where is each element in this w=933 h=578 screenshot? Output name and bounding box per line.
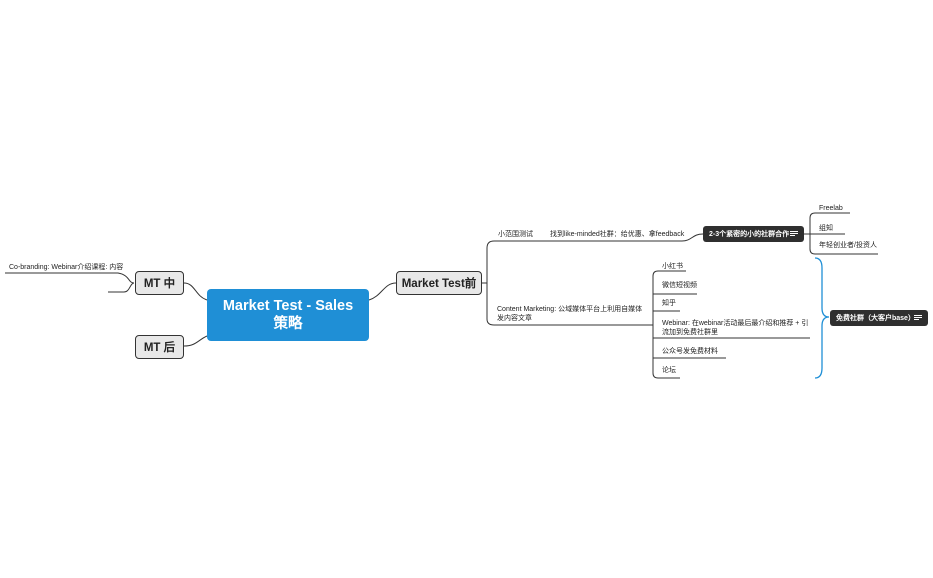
note-lines-icon[interactable] [790,231,798,237]
topic-free-community[interactable]: 免费社群（大客户base） [830,310,928,326]
link-to-collab [681,233,704,242]
topic-forum[interactable]: 论坛 [662,367,676,374]
topic-find-communities[interactable]: 找到like-minded社群：给优惠、拿feedback [550,231,685,238]
topic-zhihu[interactable]: 知乎 [662,300,676,307]
topic-mt-after[interactable]: MT 后 [135,335,184,359]
topic-wechat-video[interactable]: 微信短视频 [662,282,697,289]
link-central-mt-after [183,335,208,347]
link-small-test [486,240,545,283]
topic-small-test[interactable]: 小范围测试 [498,231,533,238]
link-central-mt-during [183,282,208,301]
topic-co-branding[interactable]: Co-branding: Webinar介绍课程: 内容 [9,264,124,271]
community-collab-label: 2-3个紧密的小的社群合作 [709,231,790,238]
topic-young-founders[interactable]: 年轻创业者/投资人 [819,242,877,249]
topic-gongzhonghao[interactable]: 公众号发免费材料 [662,348,718,355]
link-mt-during-blank [108,282,135,293]
topic-freelab[interactable]: Freelab [819,205,843,212]
topic-mt-before[interactable]: Market Test前 [396,271,482,295]
central-title-line2: 策略 [273,316,303,332]
note-lines-icon[interactable] [914,315,923,321]
link-mt-during-cobranding [5,272,135,284]
topic-mt-during[interactable]: MT 中 [135,271,184,295]
central-title-line1: Market Test - Sales [222,298,354,314]
topic-community-collab[interactable]: 2-3个紧密的小的社群合作 [703,226,804,242]
link-xhs [652,270,686,325]
central-topic[interactable]: Market Test - Sales 策略 [207,289,369,341]
topic-webinar[interactable]: Webinar: 在webinar活动最后最介绍和推荐 + 引流加到免费社群里 [662,320,809,336]
topic-content-marketing[interactable]: Content Marketing: 公域媒体平台上利用自媒体发内容文章 [497,306,643,322]
topic-zuzhi[interactable]: 组知 [819,225,833,232]
platforms-bracket [814,257,830,379]
free-community-label: 免费社群（大客户base） [836,315,915,322]
link-central-mt-before [368,282,397,301]
topic-xiaohongshu[interactable]: 小红书 [662,263,683,270]
